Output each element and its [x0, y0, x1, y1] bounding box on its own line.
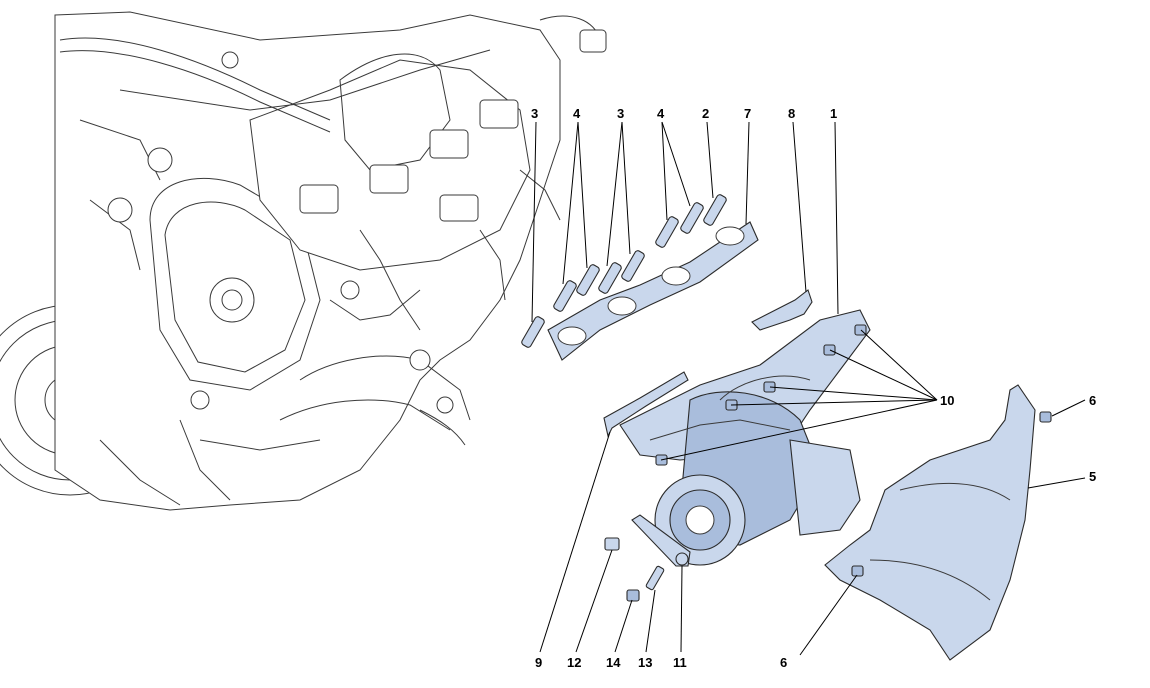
callout-1-turbo-manifold: 1: [830, 106, 838, 121]
turbocharger-manifold-assembly: [619, 309, 871, 566]
callout-2-stud: 2: [702, 106, 710, 121]
callout-6-nut-lower: 6: [780, 655, 788, 670]
callout-4-studs-left: 4: [573, 106, 581, 121]
callout-14-nut: 14: [606, 655, 621, 670]
leader-lines: [531, 121, 1086, 656]
engine-block-illustration: [0, 11, 607, 511]
support-bracket: [631, 514, 691, 567]
manifold-gasket: [547, 221, 759, 361]
callout-8-bracket: 8: [788, 106, 796, 121]
stud-set: [521, 194, 727, 348]
small-fasteners: [604, 537, 665, 602]
callout-3-studs-left: 3: [531, 106, 539, 121]
callout-4-studs-right: 4: [657, 106, 665, 121]
callout-3-studs-right: 3: [617, 106, 625, 121]
heat-shield-bracket: [751, 289, 813, 331]
callout-11-support: 11: [673, 655, 687, 670]
callout-10-nuts: 10: [940, 393, 955, 408]
callout-9-pipe-bracket: 9: [535, 655, 543, 670]
callout-7-gasket: 7: [744, 106, 752, 121]
callout-12-bolt: 12: [567, 655, 582, 670]
callout-6-nut-upper: 6: [1089, 393, 1097, 408]
callout-5-heat-shield: 5: [1089, 469, 1097, 484]
callout-13-stud: 13: [638, 655, 653, 670]
heat-shield: [824, 384, 1052, 661]
